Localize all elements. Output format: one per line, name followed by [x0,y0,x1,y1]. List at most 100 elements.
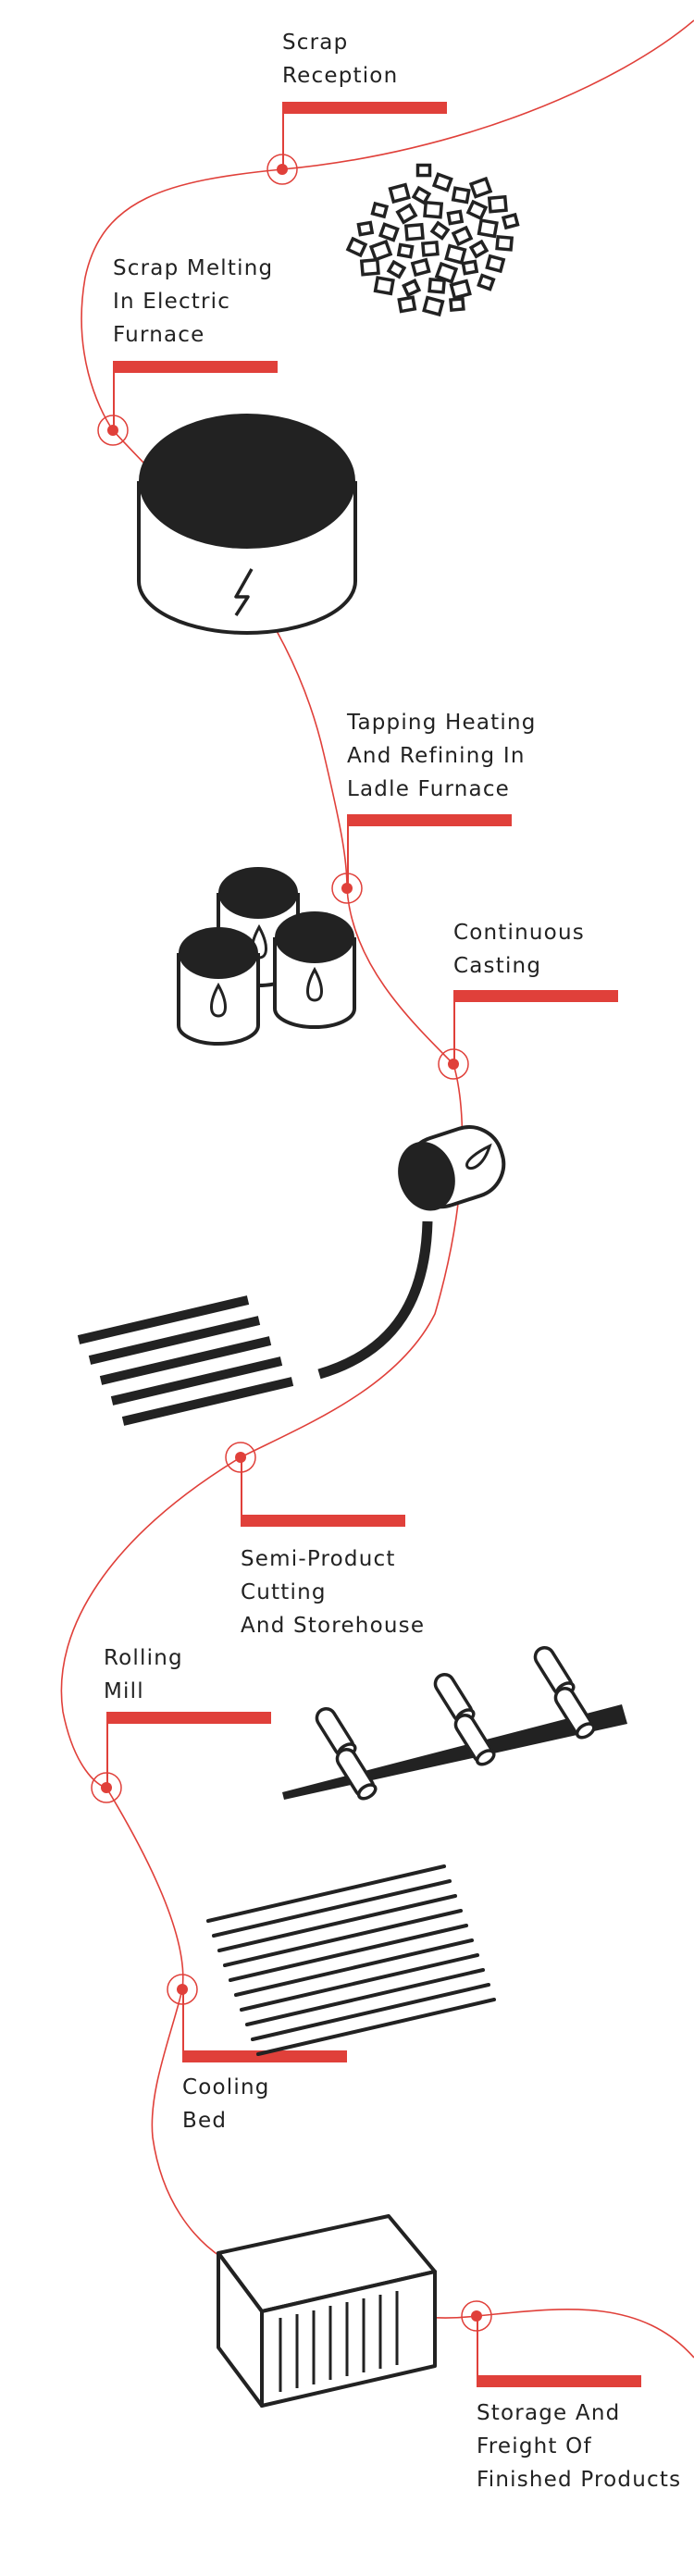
electric-furnace-marker-bar [113,361,278,373]
stage-label-scrap-reception: Scrap Reception [282,26,398,93]
continuous-casting-marker-stem [453,990,455,1064]
scrap-piece [444,243,467,266]
stage-label-line: Scrap [282,31,349,55]
scrap-piece [449,297,465,312]
scrap-reception-node [266,154,298,185]
scrap-piece [487,194,508,214]
molten-stream [317,1220,433,1380]
stage-label-line: Ladle Furnace [347,777,511,801]
scrap-piece [451,225,474,247]
scrap-piece [461,259,479,276]
scrap-reception-marker-stem [282,102,284,169]
scrap-piece [396,242,415,259]
scrap-piece [386,259,407,279]
mill-roller [453,1713,496,1766]
storage-freight-node [461,2300,492,2332]
scrap-piece [420,240,440,257]
scrap-piece [468,176,493,199]
storage-freight-marker-bar [477,2375,641,2387]
electric-furnace-node [97,415,129,446]
rolling-mill-marker-stem [106,1712,108,1788]
cooling-bed-marker-bar [182,2050,347,2062]
mill-roller [553,1686,596,1740]
ladle-pot-right [273,911,356,1029]
scrap-piece [431,172,453,192]
scrap-piece [477,273,496,291]
semi-product-marker-bar [241,1515,405,1527]
scrap-piece [429,220,451,241]
scrap-piece [359,257,380,277]
ladle-pot-left [177,927,260,1046]
stage-label-line: Finished Products [477,2468,682,2492]
scrap-piece [345,236,368,258]
scrap-piece [468,239,490,259]
continuous-casting-node [438,1048,469,1080]
stage-label-line: Tapping Heating [347,711,537,735]
scrap-piece [449,279,472,301]
scrap-piece [501,212,520,230]
stage-label-rolling-mill: Rolling Mill [104,1641,183,1708]
scrap-piece [423,200,444,219]
stage-label-electric-furnace: Scrap Melting In Electric Furnace [113,252,273,352]
stage-label-line: Rolling [104,1646,183,1670]
scrap-pile-icon [345,163,520,317]
cooling-bed-marker-stem [182,1989,184,2062]
scrap-piece [465,199,489,221]
stage-label-line: Semi-Product [241,1547,396,1571]
lightning-icon [234,568,254,616]
drop-icon [465,1143,492,1170]
scrap-piece [378,222,400,242]
stage-label-line: Bed [182,2109,228,2133]
stage-label-line: And Storehouse [241,1614,426,1638]
semi-product-marker-stem [241,1457,242,1527]
stage-label-line: Storage And [477,2401,621,2425]
stage-label-line: Reception [282,64,399,88]
stage-label-line: Continuous [453,921,585,945]
scrap-piece [368,239,393,262]
scrap-piece [411,185,432,205]
scrap-piece [370,201,390,219]
ladle-furnace-marker-stem [347,814,349,888]
continuous-casting-marker-bar [453,990,618,1002]
scrap-piece [485,254,506,274]
scrap-piece [356,220,375,237]
rolling-mill-icon [282,1645,627,1801]
scrap-piece [428,277,447,294]
stage-label-line: Cutting [241,1580,327,1604]
ladle-pots-icon [177,867,356,1046]
scrap-piece [477,218,499,239]
stage-label-line: Mill [104,1679,144,1703]
stage-label-storage-freight: Storage And Freight Of Finished Products [477,2396,681,2496]
stage-label-line: In Electric [113,290,231,314]
stage-label-semi-product: Semi-Product Cutting And Storehouse [241,1542,425,1642]
scrap-piece [410,257,431,278]
shipping-container-icon [217,2214,437,2408]
mill-roller [335,1747,378,1801]
billet-bars-icon [77,1295,294,1426]
scrap-piece [397,295,417,314]
ladle-furnace-marker-bar [347,814,512,826]
stage-label-line: Scrap Melting [113,256,274,280]
scrap-piece [415,163,432,178]
electric-furnace-icon [137,414,357,635]
stage-label-line: Furnace [113,323,205,347]
scrap-piece [373,276,395,296]
rolling-mill-node [91,1772,122,1803]
casting-ladle-icon [317,1125,506,1380]
process-flow-line [60,19,694,2359]
stage-label-ladle-furnace: Tapping Heating And Refining In Ladle Fu… [347,706,537,806]
stage-label-cooling-bed: Cooling Bed [182,2071,270,2137]
semi-product-node [225,1442,256,1473]
cooling-bed-node [167,1974,198,2005]
stage-label-line: Freight Of [477,2434,592,2458]
ladle-furnace-node [331,873,363,904]
rolling-mill-marker-bar [106,1712,271,1724]
scrap-reception-marker-bar [282,102,447,114]
stage-label-line: Casting [453,954,542,978]
electric-furnace-marker-stem [113,361,115,430]
scrap-piece [403,222,425,242]
scrap-piece [422,295,445,317]
scrap-piece [446,209,465,226]
scrap-piece [388,182,411,204]
